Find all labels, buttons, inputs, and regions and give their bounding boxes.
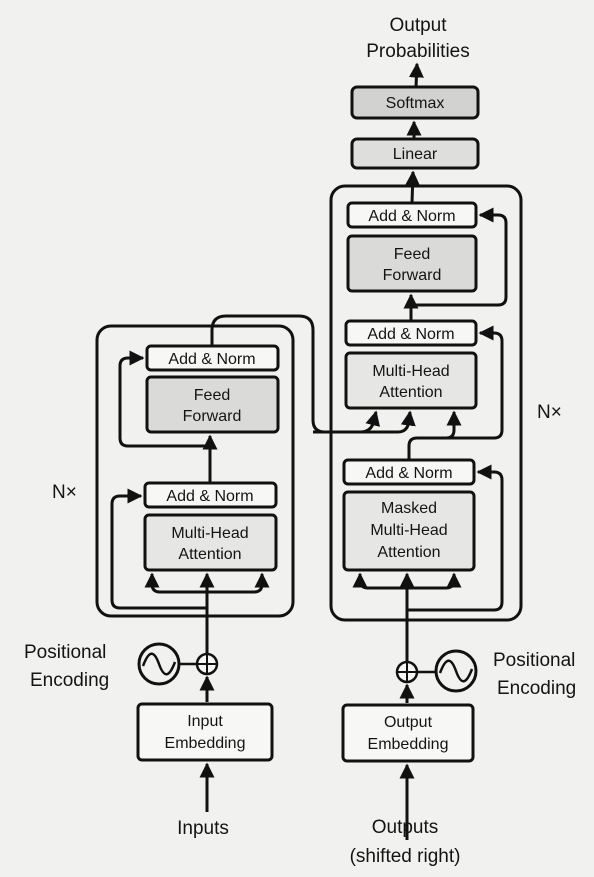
svg-text:Embedding: Embedding	[165, 735, 246, 752]
encoder-feed-forward: Feed Forward	[145, 375, 280, 434]
encoder-add-circle-icon	[195, 652, 219, 676]
output-probabilities-line1: Output	[389, 15, 447, 36]
encoder-add-norm-1: Add & Norm	[143, 481, 278, 509]
positional-encoding-right-line1: Positional	[493, 650, 575, 671]
decoder-add-circle-icon	[395, 660, 419, 684]
decoder-stack-frame	[329, 184, 523, 622]
encoder-repeat-label: N×	[52, 482, 77, 503]
svg-text:Add & Norm: Add & Norm	[168, 351, 255, 368]
positional-encoding-left-line2: Encoding	[30, 670, 109, 691]
encoder-multi-head-attention: Multi-Head Attention	[143, 513, 278, 572]
decoder-add-norm-2: Add & Norm	[344, 319, 478, 347]
svg-text:Attention: Attention	[178, 546, 241, 563]
encoder-stack-frame	[95, 324, 295, 618]
output-probabilities-line2: Probabilities	[366, 41, 470, 62]
svg-text:Multi-Head: Multi-Head	[171, 525, 248, 542]
positional-encoding-right-line2: Encoding	[497, 678, 576, 699]
svg-text:Multi-Head: Multi-Head	[372, 363, 449, 380]
decoder-feed-forward: Feed Forward	[346, 234, 478, 293]
decoder-add-norm-1: Add & Norm	[342, 458, 476, 486]
svg-text:Add & Norm: Add & Norm	[166, 488, 253, 505]
svg-text:Feed: Feed	[394, 246, 430, 263]
linear-block: Linear	[350, 137, 480, 170]
decoder-add-norm-3: Add & Norm	[346, 201, 478, 229]
svg-text:Masked: Masked	[381, 500, 437, 517]
svg-text:Add & Norm: Add & Norm	[365, 465, 452, 482]
encoder-arrows	[110, 314, 416, 812]
decoder-repeat-label: N×	[537, 402, 562, 423]
input-embedding-block: Input Embedding	[136, 702, 274, 762]
encoder-add-norm-2: Add & Norm	[145, 344, 280, 372]
svg-text:Feed: Feed	[194, 387, 230, 404]
svg-text:Output: Output	[384, 714, 433, 731]
outputs-label-line1: Outputs	[372, 817, 439, 838]
svg-text:Multi-Head: Multi-Head	[370, 522, 447, 539]
decoder-masked-multi-head-attention: Masked Multi-Head Attention	[342, 490, 476, 572]
decoder-multi-head-attention: Multi-Head Attention	[344, 351, 478, 410]
svg-text:Forward: Forward	[183, 408, 242, 425]
softmax-label: Softmax	[386, 95, 445, 112]
softmax-block: Softmax	[350, 85, 480, 120]
linear-label: Linear	[393, 146, 438, 163]
decoder-arrows	[352, 62, 508, 840]
svg-text:Input: Input	[187, 713, 223, 730]
decoder-positional-encoding-icon	[434, 649, 478, 693]
svg-text:Add & Norm: Add & Norm	[368, 208, 455, 225]
output-embedding-block: Output Embedding	[341, 703, 475, 763]
svg-text:Attention: Attention	[379, 384, 442, 401]
encoder-positional-encoding-icon	[137, 642, 181, 686]
outputs-label-line2: (shifted right)	[350, 846, 461, 867]
svg-text:Embedding: Embedding	[368, 736, 449, 753]
svg-text:Add & Norm: Add & Norm	[367, 326, 454, 343]
svg-text:Forward: Forward	[383, 267, 442, 284]
inputs-label: Inputs	[177, 818, 229, 839]
svg-text:Attention: Attention	[377, 544, 440, 561]
positional-encoding-left-line1: Positional	[24, 642, 106, 663]
